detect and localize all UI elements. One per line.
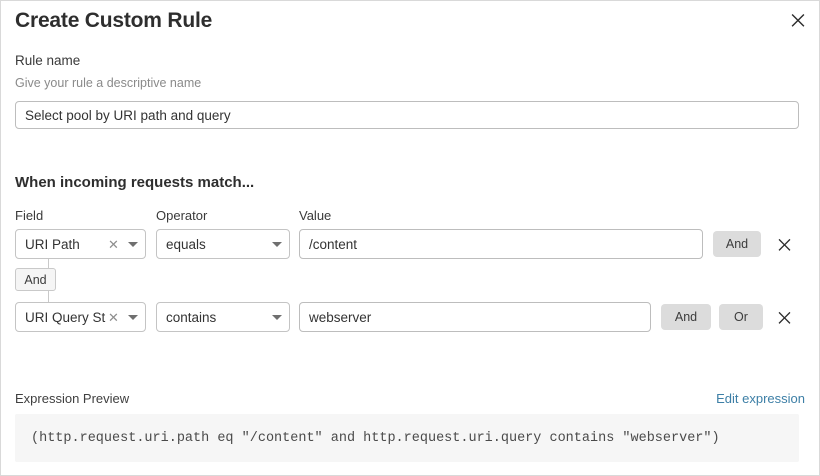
- chevron-down-icon[interactable]: [121, 241, 145, 247]
- column-header-value: Value: [299, 208, 332, 223]
- close-icon[interactable]: [785, 7, 811, 33]
- value-input-1[interactable]: [299, 302, 651, 332]
- chevron-down-icon[interactable]: [121, 314, 145, 320]
- expression-preview-box: (http.request.uri.path eq "/content" and…: [15, 414, 799, 462]
- or-button-1[interactable]: Or: [719, 304, 763, 330]
- clear-icon[interactable]: ✕: [108, 236, 119, 252]
- conditions-heading: When incoming requests match...: [15, 174, 255, 191]
- operator-select-1[interactable]: contains: [156, 302, 290, 332]
- rule-name-help-text: Give your rule a descriptive name: [15, 76, 202, 90]
- operator-select-value-1: contains: [166, 309, 217, 325]
- field-select-value-1: URI Query St...: [25, 309, 106, 325]
- expression-preview-text: (http.request.uri.path eq "/content" and…: [31, 430, 720, 446]
- condition-connector: And: [15, 259, 135, 305]
- column-header-field: Field: [15, 208, 44, 223]
- expression-preview-label: Expression Preview: [15, 391, 130, 406]
- column-header-operator: Operator: [156, 208, 208, 223]
- delete-icon[interactable]: [771, 231, 797, 257]
- field-select-1[interactable]: URI Query St... ✕: [15, 302, 146, 332]
- and-button-0[interactable]: And: [713, 231, 761, 257]
- rule-name-input[interactable]: [15, 101, 799, 129]
- page-title: Create Custom Rule: [15, 9, 213, 32]
- connector-and-button[interactable]: And: [15, 268, 56, 291]
- operator-select-value-0: equals: [166, 236, 206, 252]
- field-select-value-0: URI Path: [25, 236, 80, 252]
- delete-icon[interactable]: [771, 304, 797, 330]
- chevron-down-icon[interactable]: [265, 241, 289, 247]
- condition-row: URI Query St... ✕ contains And Or: [1, 302, 819, 332]
- value-input-0[interactable]: [299, 229, 703, 259]
- and-button-1[interactable]: And: [661, 304, 711, 330]
- condition-row: URI Path ✕ equals And: [1, 229, 819, 259]
- field-select-0[interactable]: URI Path ✕: [15, 229, 146, 259]
- chevron-down-icon[interactable]: [265, 314, 289, 320]
- clear-icon[interactable]: ✕: [108, 309, 119, 325]
- edit-expression-link[interactable]: Edit expression: [716, 391, 805, 406]
- operator-select-0[interactable]: equals: [156, 229, 290, 259]
- rule-name-label: Rule name: [15, 53, 81, 68]
